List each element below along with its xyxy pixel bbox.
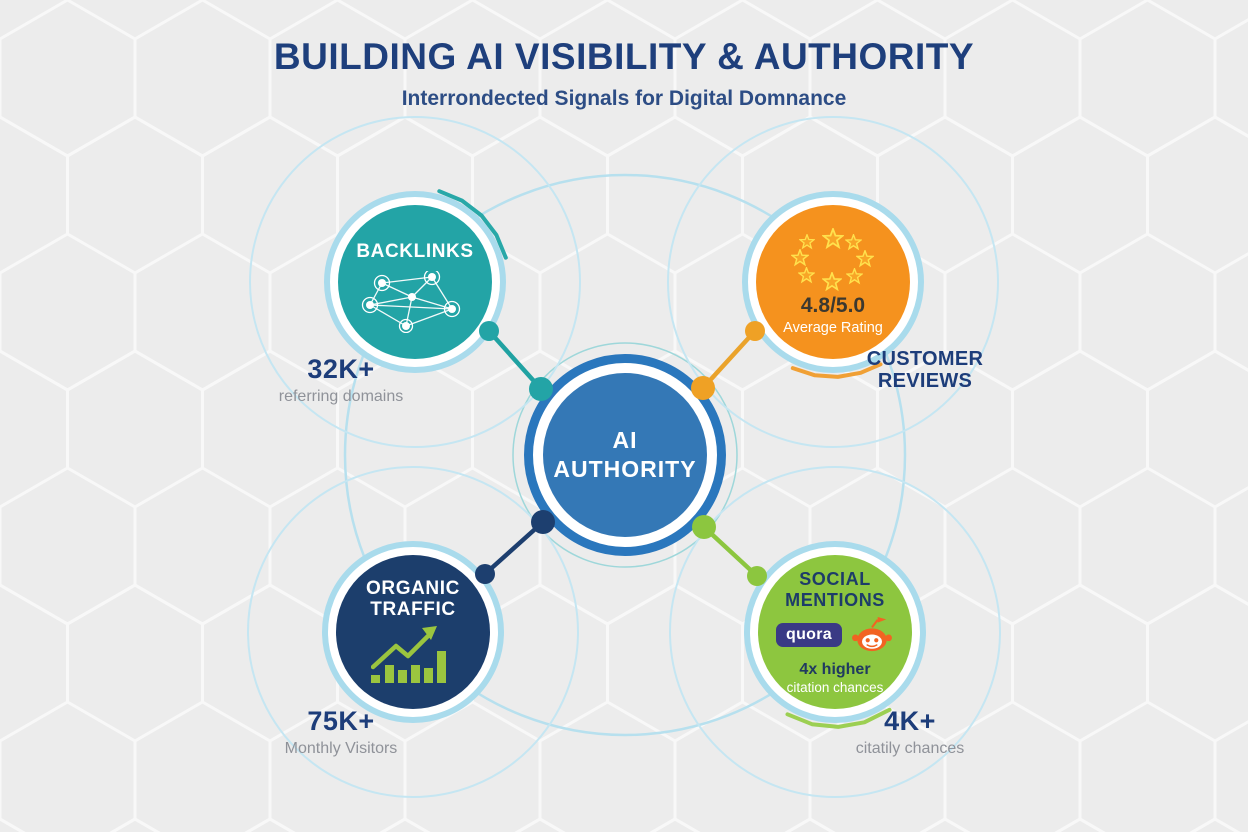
organic-metric-caption: Monthly Visitors [284, 740, 398, 757]
social-metric-block: 4K+ citatily chances [825, 706, 995, 758]
orbit-ring-reviews [667, 116, 999, 448]
organic-metric-value: 75K+ [307, 706, 375, 736]
average-rating-value: 4.8/5.0 [800, 294, 866, 317]
hub-label-line2: AUTHORITY [553, 456, 697, 482]
star-rating-icon [791, 228, 874, 291]
social-mentions-circle: SOCIAL MENTIONS quora 4x higher ci [758, 555, 912, 709]
page-subtitle: Interrondected Signals for Digital Domna… [401, 87, 847, 110]
backlinks-metric-block: 32K+ referring domains [256, 354, 426, 406]
social-stat: 4x higher [799, 660, 871, 678]
orbit-ring-outer [343, 173, 907, 737]
accent-arc-orange [790, 362, 883, 379]
accent-arc-teal [437, 189, 508, 260]
reviews-label-line2: REVIEWS [877, 370, 973, 392]
header: BUILDING AI VISIBILITY & AUTHORITY Inter… [0, 36, 1248, 111]
backlinks-node: BACKLINKS [324, 191, 506, 373]
organic-traffic-label: ORGANIC TRAFFIC [366, 578, 460, 621]
ai-authority-circle: AI AUTHORITY [543, 373, 707, 537]
organic-label-line1: ORGANIC [366, 577, 460, 599]
organic-label-line2: TRAFFIC [370, 599, 456, 620]
social-metric-caption: citatily chances [855, 740, 965, 757]
reviews-side-label: CUSTOMER REVIEWS [840, 348, 1010, 392]
growth-bar-chart-icon [371, 626, 446, 684]
quora-badge: quora [776, 622, 842, 647]
organic-traffic-circle: ORGANIC TRAFFIC [336, 555, 490, 709]
social-metric-value: 4K+ [884, 706, 936, 736]
accent-arc-green [785, 707, 892, 729]
social-label-line1: SOCIAL [799, 569, 871, 590]
social-stat-caption: citation chances [786, 679, 884, 695]
average-rating-caption: Average Rating [783, 320, 883, 336]
social-badges-row: quora [776, 616, 894, 654]
hub-label-line1: AI [612, 427, 638, 454]
reddit-alien-icon [852, 616, 892, 651]
social-mentions-node: SOCIAL MENTIONS quora 4x higher ci [744, 541, 926, 723]
backlinks-circle: BACKLINKS [338, 205, 492, 359]
network-graph-icon [361, 270, 461, 333]
orbit-ring-social [669, 466, 1001, 798]
reviews-node: 4.8/5.0 Average Rating [742, 191, 924, 373]
page-title: BUILDING AI VISIBILITY & AUTHORITY [273, 36, 975, 77]
orbit-ring-backlinks [249, 116, 581, 448]
reviews-circle: 4.8/5.0 Average Rating [756, 205, 910, 359]
reviews-label-line1: CUSTOMER [866, 348, 984, 370]
social-mentions-label: SOCIAL MENTIONS [785, 569, 885, 609]
backlinks-metric-caption: referring domains [278, 388, 404, 405]
ai-authority-hub: AI AUTHORITY [524, 354, 726, 556]
social-label-line2: MENTIONS [785, 589, 885, 610]
backlinks-label: BACKLINKS [356, 241, 474, 263]
orbit-ring-organic [247, 466, 579, 798]
organic-metric-block: 75K+ Monthly Visitors [256, 706, 426, 758]
hub-label: AI AUTHORITY [553, 426, 696, 484]
orbit-ring-inner [512, 342, 738, 568]
organic-traffic-node: ORGANIC TRAFFIC [322, 541, 504, 723]
backlinks-metric-value: 32K+ [307, 354, 375, 384]
